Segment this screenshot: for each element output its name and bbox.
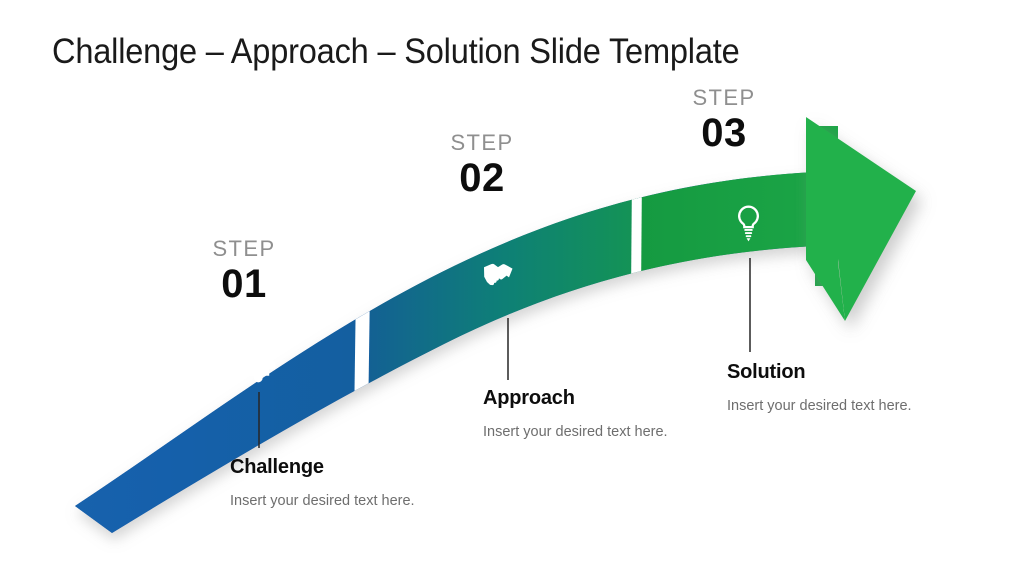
caption-title-2: Approach [483,387,575,409]
caption-title-3: Solution [727,361,806,383]
caption-block-challenge: Challenge Insert your desired text here. [230,455,415,512]
caption-text-2: Insert your desired text here. [483,424,668,440]
step-word-2: STEP [450,130,514,155]
caption-text-3: Insert your desired text here. [727,398,912,414]
arrow-head [806,117,916,321]
step-number-1: 01 [221,262,267,307]
step-indicator-1: STEP 01 [179,237,309,307]
step-indicator-3: STEP 03 [659,86,789,156]
puzzle-piece-icon [240,347,276,383]
caption-block-solution: Solution Insert your desired text here. [727,360,912,417]
caption-block-approach: Approach Insert your desired text here. [483,386,668,443]
caption-title-1: Challenge [230,456,324,478]
handshake-icon [484,263,513,286]
step-number-3: 03 [701,111,747,156]
step-number-2: 02 [459,156,505,201]
segment-divider-2 [630,172,642,420]
step-indicator-2: STEP 02 [417,131,547,201]
lightbulb-icon [738,205,759,242]
caption-text-1: Insert your desired text here. [230,493,415,509]
step-word-3: STEP [692,85,756,110]
step-word-1: STEP [212,236,276,261]
page-title: Challenge – Approach – Solution Slide Te… [52,32,740,71]
